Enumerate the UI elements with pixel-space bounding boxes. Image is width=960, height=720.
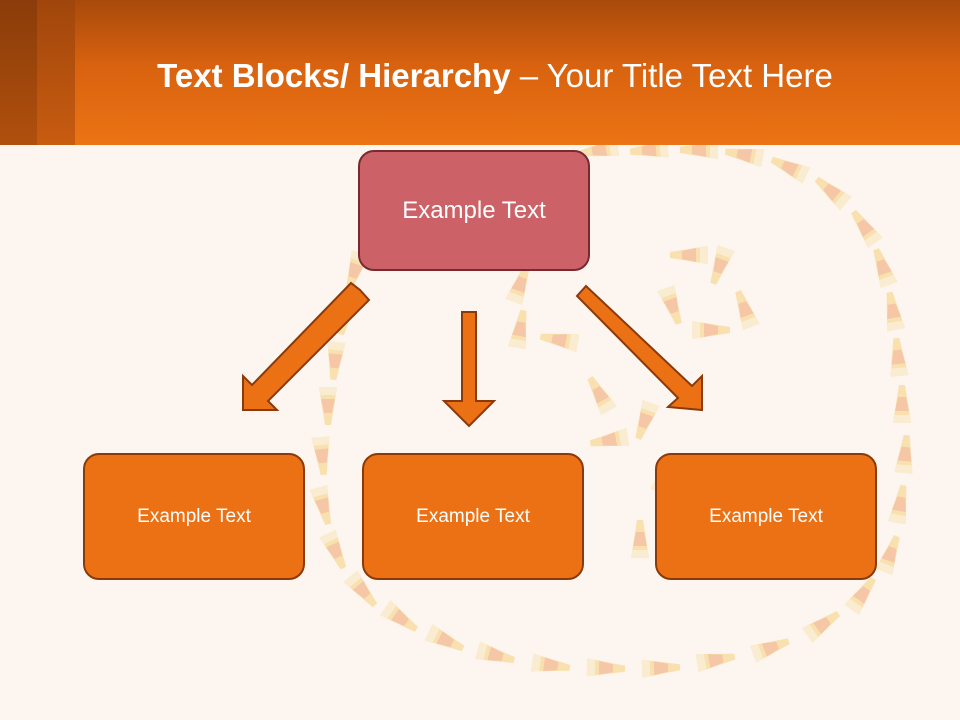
title-bold-part: Text Blocks/ Hierarchy [157,57,511,94]
header-accent-stripe [37,0,75,145]
root-node: Example Text [358,150,590,271]
title-regular-part: Your Title Text Here [546,57,833,94]
arrow-to-right-child [575,284,703,412]
slide-title: Text Blocks/ Hierarchy – Your Title Text… [0,54,960,98]
arrow-to-middle-child [441,311,497,428]
child-node-label: Example Text [137,505,251,527]
arrow-to-left-child [242,281,371,411]
child-node-middle: Example Text [362,453,584,580]
child-node-right: Example Text [655,453,877,580]
header-band [0,0,960,145]
header-accent-stripe [0,0,37,145]
child-node-label: Example Text [709,505,823,527]
child-node-left: Example Text [83,453,305,580]
title-dash: – [510,57,547,94]
root-node-label: Example Text [402,196,546,224]
child-node-label: Example Text [416,505,530,527]
